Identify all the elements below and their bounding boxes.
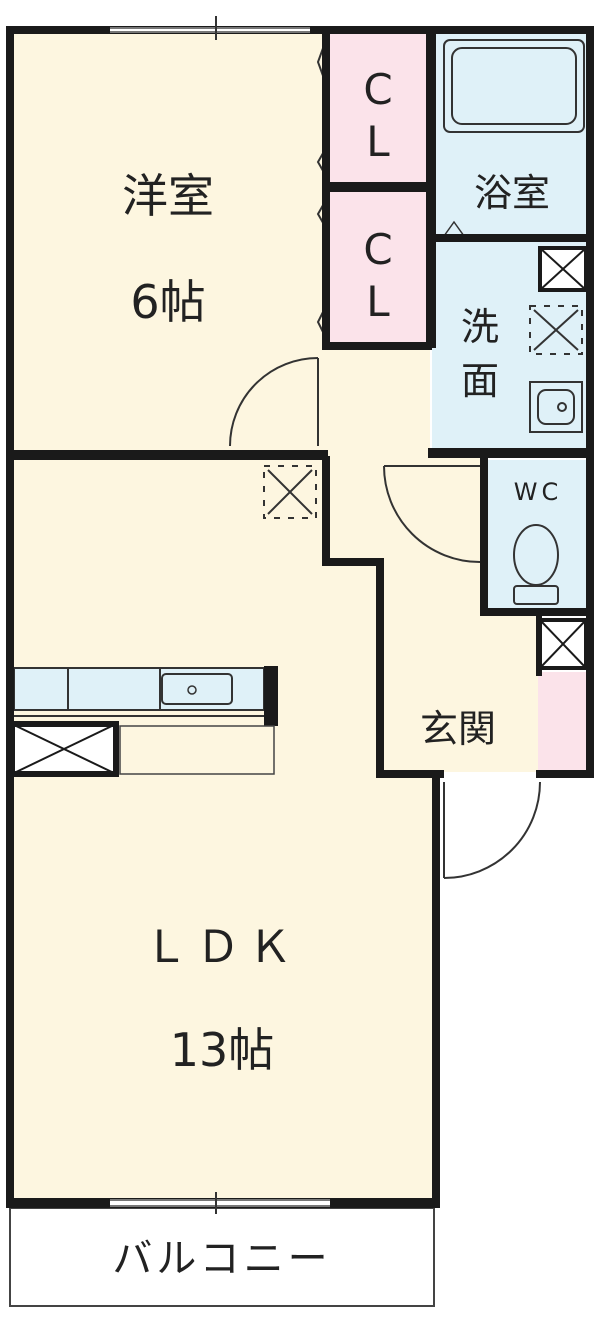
bathroom-floor <box>432 32 588 238</box>
ldk-floor <box>10 456 436 1200</box>
ldk-size: 13帖 <box>170 1023 275 1077</box>
washroom-label-top: 洗 <box>461 305 499 349</box>
balcony-name: バルコニー <box>112 1236 331 1282</box>
hallway-floor <box>326 346 536 672</box>
closet-1-label-bottom: L <box>366 117 390 166</box>
toilet-name: WC <box>514 478 563 506</box>
western-room-size: 6帖 <box>130 275 205 329</box>
bathroom-name: 浴室 <box>474 171 550 215</box>
toilet-icon <box>513 524 559 605</box>
entrance-name: 玄関 <box>420 707 496 751</box>
western-room-name: 洋室 <box>122 169 214 223</box>
cupboard <box>119 725 275 775</box>
closet-1-floor <box>330 32 426 184</box>
shoe-closet <box>538 672 588 772</box>
windows <box>110 16 330 1214</box>
closet-2-label-bottom: L <box>366 277 390 326</box>
ventilation-icon <box>529 305 583 355</box>
kitchen-counter-icon <box>13 666 278 726</box>
storage-box-icon-2 <box>538 618 588 670</box>
bathtub-icon <box>443 39 585 133</box>
storage-box-icon <box>538 246 588 292</box>
door-swing-icon <box>229 357 541 879</box>
ldk-name: ＬＤＫ <box>144 922 300 973</box>
fridge-space-icon <box>9 721 119 777</box>
washroom-label-bottom: 面 <box>461 359 499 403</box>
entrance-floor <box>380 672 538 772</box>
sink-icon <box>529 381 583 433</box>
balcony-floor <box>9 1207 435 1307</box>
western-room-floor <box>10 30 326 454</box>
closet-1-label-top: C <box>363 65 392 114</box>
ventilation-icon-2 <box>263 465 317 519</box>
closet-2-label-top: C <box>363 225 392 274</box>
closet-2-floor <box>330 192 426 346</box>
